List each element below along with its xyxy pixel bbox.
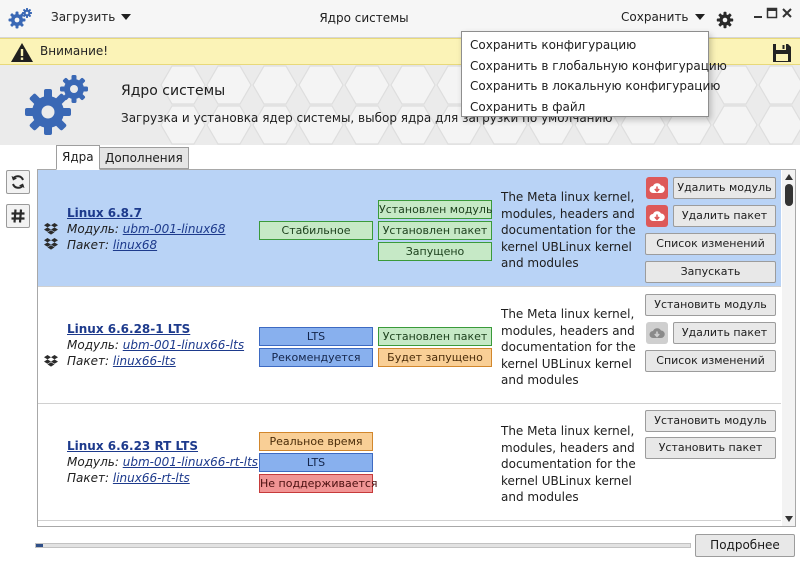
warning-text: Внимание!: [40, 44, 109, 58]
kernel-description: The Meta linux kernel, modules, headers …: [501, 424, 636, 504]
maximize-icon[interactable]: [766, 7, 778, 19]
changelog-button[interactable]: Список изменений: [645, 350, 776, 372]
package-label: Пакет:: [67, 238, 110, 252]
gears-icon: [25, 75, 88, 135]
badge-unsupported: Не поддерживается: [259, 474, 378, 493]
kernel-name-link[interactable]: Linux 6.8.7: [67, 206, 142, 220]
kernel-description: The Meta linux kernel, modules, headers …: [501, 307, 636, 387]
kernel-row[interactable]: Linux 6.6.23 RT LTS Модуль: ubm-001-linu…: [38, 404, 781, 521]
tab-kernels[interactable]: Ядра: [56, 145, 100, 170]
module-label: Модуль:: [67, 455, 119, 469]
title-bar: Загрузить Ядро системы Сохранить: [0, 0, 800, 38]
window-title: Ядро системы: [319, 11, 409, 25]
package-link[interactable]: linux68: [112, 238, 158, 252]
badge-package-installed: Установлен пакет: [378, 327, 492, 346]
kernel-list[interactable]: Linux 6.8.7 Модуль: ubm-001-linux68 Паке…: [37, 169, 796, 527]
badge-stable: Стабильное: [259, 221, 373, 240]
details-button[interactable]: Подробнее: [695, 534, 795, 557]
save-menu-label: Сохранить: [621, 10, 689, 24]
kernel-module: Модуль: ubm-001-linux68: [67, 222, 225, 236]
kernel-package: Пакет: linux68: [67, 238, 157, 252]
badge-package-installed: Установлен пакет: [378, 221, 492, 240]
badge-lts: LTS: [259, 327, 373, 346]
floppy-disk-icon[interactable]: [771, 42, 793, 64]
changelog-button[interactable]: Список изменений: [645, 233, 776, 255]
menu-item-save-file[interactable]: Сохранить в файл: [470, 99, 586, 114]
hash-button[interactable]: [6, 204, 30, 228]
kernel-module: Модуль: ubm-001-linux66-lts: [67, 338, 244, 352]
cloud-download-icon: [646, 205, 668, 227]
module-link[interactable]: ubm-001-linux66-rt-lts: [122, 455, 259, 469]
kernel-row[interactable]: Linux 6.6.28-1 LTS Модуль: ubm-001-linux…: [38, 287, 781, 404]
progress-bar: [35, 543, 691, 548]
scroll-down-arrow-icon[interactable]: [785, 516, 793, 522]
close-icon[interactable]: [781, 7, 793, 19]
list-scrollbar[interactable]: [782, 170, 795, 526]
kernel-package: Пакет: linux66-rt-lts: [67, 471, 190, 485]
menu-item-save-config[interactable]: Сохранить конфигурацию: [470, 38, 637, 52]
remove-package-button[interactable]: Удалить пакет: [673, 205, 776, 227]
chevron-down-icon: [121, 14, 132, 20]
load-menu-button[interactable]: Загрузить: [51, 10, 132, 24]
progress-fill: [36, 544, 43, 547]
scroll-thumb[interactable]: [785, 184, 793, 206]
gear-icon[interactable]: [716, 11, 734, 29]
kernel-description: The Meta linux kernel, modules, headers …: [501, 190, 636, 270]
kernel-name-link[interactable]: Linux 6.6.23 RT LTS: [67, 439, 199, 453]
load-menu-label: Загрузить: [51, 10, 116, 24]
module-link[interactable]: ubm-001-linux66-lts: [122, 338, 245, 352]
badge-recommended: Рекомендуется: [259, 348, 373, 367]
badge-lts: LTS: [259, 453, 373, 472]
install-package-button[interactable]: Установить пакет: [645, 437, 776, 459]
refresh-icon: [11, 175, 25, 189]
kernel-module: Модуль: ubm-001-linux66-rt-lts: [67, 455, 258, 469]
dropbox-icon: [44, 223, 58, 235]
remove-package-button[interactable]: Удалить пакет: [673, 322, 776, 344]
dropbox-icon: [44, 238, 58, 250]
refresh-button[interactable]: [6, 170, 30, 194]
badge-module-installed: Установлен модуль: [378, 200, 492, 219]
tab-addons[interactable]: Дополнения: [99, 147, 189, 169]
module-label: Модуль:: [67, 222, 119, 236]
remove-module-button[interactable]: Удалить модуль: [673, 177, 776, 199]
minimize-icon[interactable]: [752, 7, 764, 19]
module-link[interactable]: ubm-001-linux68: [122, 222, 226, 236]
cloud-download-icon: [646, 322, 668, 344]
hash-icon: [11, 209, 25, 223]
package-label: Пакет:: [67, 354, 110, 368]
module-label: Модуль:: [67, 338, 119, 352]
install-module-button[interactable]: Установить модуль: [645, 410, 776, 432]
page-title: Ядро системы: [121, 83, 226, 99]
gears-icon: [8, 8, 32, 29]
badge-realtime: Реальное время: [259, 432, 373, 451]
dropbox-icon: [44, 355, 58, 367]
package-label: Пакет:: [67, 471, 110, 485]
warning-triangle-icon: [11, 43, 33, 62]
chevron-down-icon: [694, 14, 705, 20]
scroll-up-arrow-icon[interactable]: [785, 174, 793, 180]
cloud-download-icon: [646, 177, 668, 199]
package-link[interactable]: linux66-lts: [112, 354, 176, 368]
save-dropdown-menu: Сохранить конфигурацию Сохранить в глоба…: [461, 31, 727, 117]
badge-will-run: Будет запущено: [378, 348, 492, 367]
badge-running: Запущено: [378, 242, 492, 261]
install-module-button[interactable]: Установить модуль: [645, 294, 776, 316]
kernel-package: Пакет: linux66-lts: [67, 354, 176, 368]
save-menu-button[interactable]: Сохранить: [621, 10, 705, 24]
run-button[interactable]: Запускать: [645, 261, 776, 283]
menu-item-save-global[interactable]: Сохранить в глобальную конфигурацию: [470, 58, 727, 73]
kernel-row[interactable]: Linux 6.8.7 Модуль: ubm-001-linux68 Паке…: [38, 170, 781, 287]
package-link[interactable]: linux66-rt-lts: [112, 471, 190, 485]
kernel-name-link[interactable]: Linux 6.6.28-1 LTS: [67, 322, 191, 336]
menu-item-save-local[interactable]: Сохранить в локальную конфигурацию: [470, 79, 721, 93]
